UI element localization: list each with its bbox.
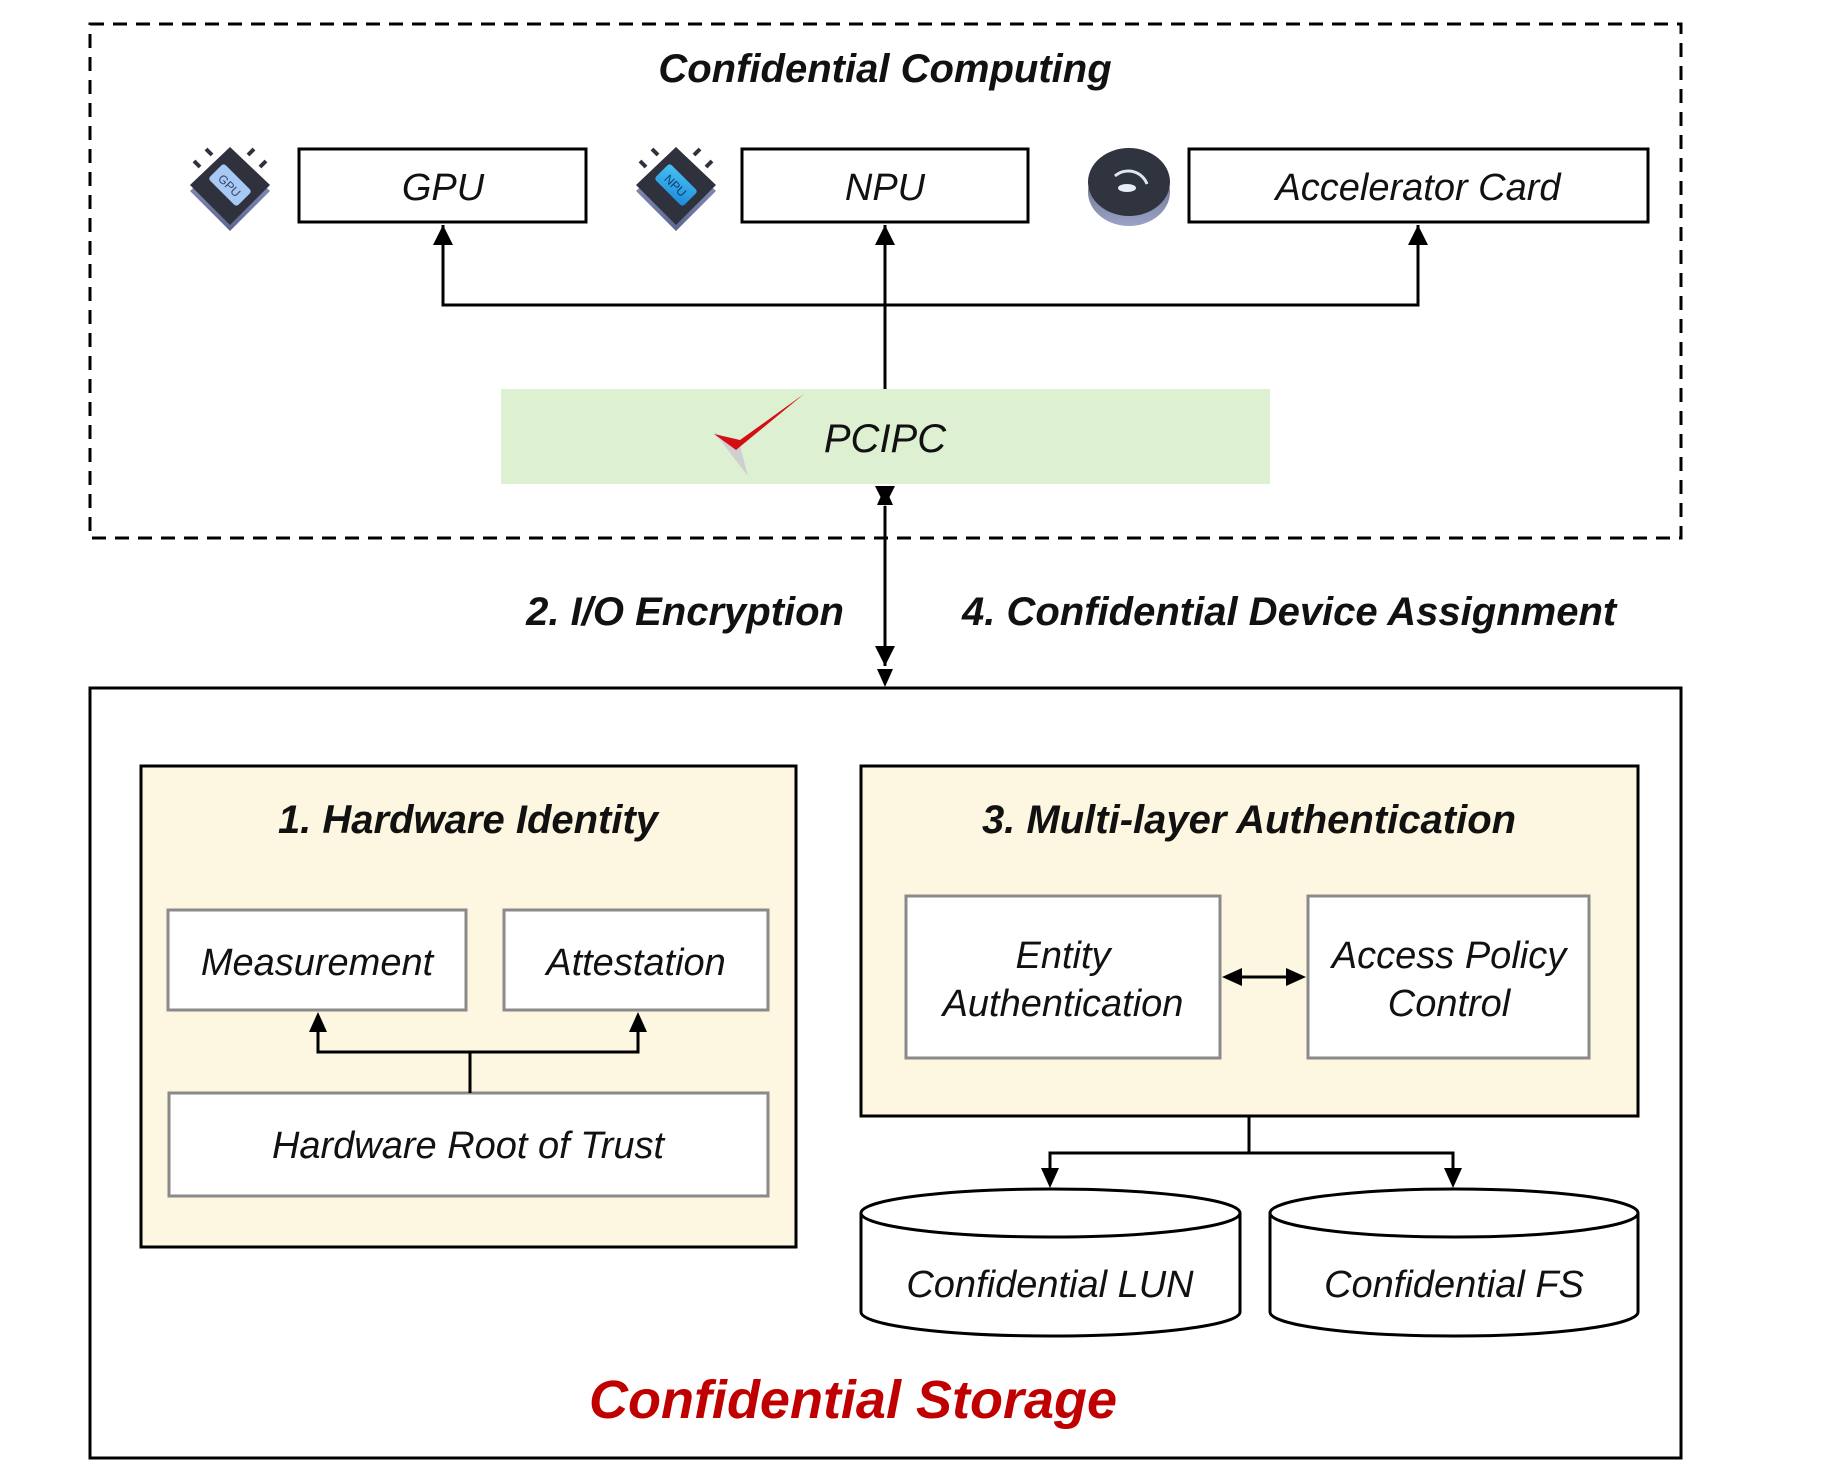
entity-authentication-line1: Entity bbox=[1015, 935, 1112, 977]
io-encryption-label: 2. I/O Encryption bbox=[525, 590, 844, 634]
entity-authentication-line2: Authentication bbox=[941, 983, 1184, 1025]
attestation-box bbox=[502, 908, 770, 1012]
checkmark-logo-icon bbox=[714, 394, 804, 476]
confidential-lun-cylinder: Confidential LUN bbox=[859, 1187, 1242, 1338]
device-assignment-label: 4. Confidential Device Assignment bbox=[961, 590, 1618, 634]
measurement-label: Measurement bbox=[201, 942, 435, 984]
arrowhead-entity bbox=[1222, 968, 1242, 986]
confidential-computing-title: Confidential Computing bbox=[658, 47, 1111, 91]
gpu-chip-icon: GPU bbox=[190, 147, 270, 231]
arrowhead-fs bbox=[1444, 1168, 1462, 1188]
connector-to-gpu bbox=[433, 225, 885, 307]
pcipc-label: PCIPC bbox=[824, 417, 947, 461]
confidential-lun-label: Confidential LUN bbox=[906, 1264, 1194, 1306]
connector-to-fs bbox=[1249, 1151, 1455, 1170]
connector-to-attestation bbox=[470, 1030, 640, 1054]
gpu-box bbox=[297, 147, 588, 224]
confidential-storage-title: Confidential Storage bbox=[589, 1370, 1117, 1430]
gpu-label: GPU bbox=[402, 167, 485, 209]
arrowhead-lun bbox=[1041, 1168, 1059, 1188]
access-policy-control-line2: Control bbox=[1388, 983, 1512, 1025]
accelerator-card-label: Accelerator Card bbox=[1273, 167, 1562, 209]
io-link-arrowhead-down bbox=[877, 669, 893, 687]
connector-to-lun bbox=[1048, 1116, 1251, 1170]
io-link-arrowhead-up bbox=[877, 487, 893, 505]
accelerator-card-box bbox=[1187, 147, 1650, 224]
hardware-identity-title: 1. Hardware Identity bbox=[278, 798, 660, 842]
access-policy-control-line1: Access Policy bbox=[1330, 935, 1568, 977]
access-policy-control-box bbox=[1306, 894, 1591, 1060]
accelerator-card-icon bbox=[1088, 148, 1170, 226]
npu-label: NPU bbox=[845, 167, 926, 209]
confidential-fs-label: Confidential FS bbox=[1324, 1264, 1584, 1306]
arrowhead-measurement bbox=[309, 1012, 327, 1032]
hardware-root-of-trust-box bbox=[167, 1091, 770, 1198]
entity-authentication-box bbox=[904, 894, 1222, 1060]
arrowhead-attestation bbox=[629, 1012, 647, 1032]
attestation-label: Attestation bbox=[544, 942, 726, 984]
arrowhead-policy bbox=[1286, 968, 1306, 986]
connector-to-accelerator bbox=[885, 225, 1428, 307]
confidential-fs-cylinder: Confidential FS bbox=[1268, 1187, 1640, 1338]
measurement-box bbox=[166, 908, 468, 1012]
pcipc-controller-box bbox=[501, 389, 1270, 484]
hardware-root-of-trust-label: Hardware Root of Trust bbox=[272, 1125, 666, 1167]
npu-box bbox=[740, 147, 1030, 224]
multi-layer-authentication-title: 3. Multi-layer Authentication bbox=[982, 798, 1516, 842]
connector-to-measurement bbox=[316, 1030, 472, 1093]
npu-chip-icon: NPU bbox=[636, 147, 716, 231]
